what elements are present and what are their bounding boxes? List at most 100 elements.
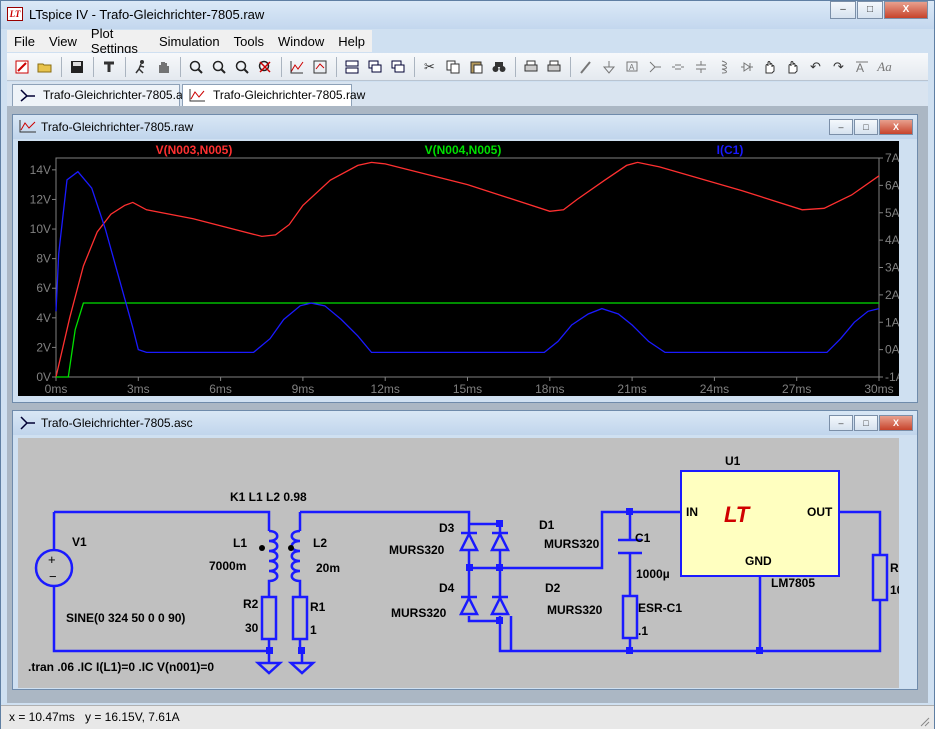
- wire[interactable]: [758, 510, 882, 653]
- capacitor-icon[interactable]: [690, 57, 711, 77]
- schematic-canvas[interactable]: + −: [18, 438, 906, 688]
- svg-text:A: A: [629, 63, 635, 72]
- inductor-l1[interactable]: [267, 529, 279, 586]
- menu-view[interactable]: View: [48, 33, 77, 49]
- status-bar: x = 10.47ms y = 16.15V, 7.61A: [1, 705, 934, 729]
- autorange-icon[interactable]: [286, 57, 307, 77]
- resize-grip-icon[interactable]: [918, 715, 930, 727]
- zoom-in-icon[interactable]: [185, 57, 206, 77]
- zoom-cancel-icon[interactable]: [254, 57, 275, 77]
- schematic-minimize-button[interactable]: –: [829, 415, 853, 431]
- wire[interactable]: [54, 510, 271, 531]
- zoom-out-icon[interactable]: [231, 57, 252, 77]
- plot-minimize-button[interactable]: –: [829, 119, 853, 135]
- phase-dot: [259, 545, 265, 551]
- resistor-icon[interactable]: [667, 57, 688, 77]
- print-preview-icon[interactable]: [520, 57, 541, 77]
- diode-d4[interactable]: [458, 595, 480, 616]
- voltage-source-v1[interactable]: + −: [34, 548, 74, 588]
- schematic-maximize-button[interactable]: □: [854, 415, 878, 431]
- menu-simulation[interactable]: Simulation: [158, 33, 220, 49]
- tile-vertical-icon[interactable]: [387, 57, 408, 77]
- wire[interactable]: [52, 512, 271, 663]
- move-icon[interactable]: [759, 57, 780, 77]
- wire[interactable]: [467, 550, 502, 598]
- copy-icon[interactable]: [442, 57, 463, 77]
- menu-window[interactable]: Window: [278, 33, 325, 49]
- regulator-u1[interactable]: [680, 470, 840, 577]
- cascade-icon[interactable]: [364, 57, 385, 77]
- wire[interactable]: [298, 510, 471, 531]
- y-right-tick-label: 6A: [885, 178, 899, 192]
- ltspice-logo-icon: LT: [7, 7, 23, 21]
- component-icon[interactable]: [644, 57, 665, 77]
- spice-directive-icon[interactable]: Aa: [877, 58, 892, 74]
- drag-icon[interactable]: [782, 57, 803, 77]
- tab-schematic[interactable]: Trafo-Gleichrichter-7805.asc: [12, 84, 195, 106]
- tab-label: Trafo-Gleichrichter-7805.asc: [43, 88, 195, 102]
- inductor-icon[interactable]: [713, 57, 734, 77]
- open-icon[interactable]: [34, 57, 55, 77]
- r2-name: R2: [243, 597, 259, 611]
- maximize-button[interactable]: □: [857, 1, 883, 19]
- cursor-x-readout: x = 10.47ms: [9, 710, 75, 724]
- x-tick-label: 6ms: [209, 382, 232, 396]
- tab-waveform[interactable]: Trafo-Gleichrichter-7805.raw: [182, 84, 365, 106]
- spice-directive: .tran .06 .IC I(L1)=0 .IC V(n001)=0: [28, 660, 214, 674]
- schematic-drawing[interactable]: + −: [18, 438, 906, 688]
- text-icon[interactable]: A: [851, 57, 872, 77]
- pick-visible-icon[interactable]: [309, 57, 330, 77]
- wire-icon[interactable]: [575, 57, 596, 77]
- tile-horizontal-icon[interactable]: [341, 57, 362, 77]
- capacitor-c1[interactable]: [618, 538, 642, 555]
- save-icon[interactable]: [66, 57, 87, 77]
- v1-value: SINE(0 324 50 0 0 90): [66, 611, 185, 625]
- menu-tools[interactable]: Tools: [233, 33, 264, 49]
- wire[interactable]: [469, 510, 682, 570]
- ground-icon[interactable]: [598, 57, 619, 77]
- wire[interactable]: [467, 616, 511, 653]
- schematic-close-button[interactable]: X: [879, 415, 913, 431]
- resistor-rl[interactable]: [871, 553, 889, 602]
- find-icon[interactable]: [488, 57, 509, 77]
- zoom-area-icon[interactable]: [208, 57, 229, 77]
- rl-name: RL: [890, 561, 899, 575]
- menu-help[interactable]: Help: [338, 33, 365, 49]
- resistor-esr-c1[interactable]: [621, 594, 639, 640]
- menu-file[interactable]: File: [14, 33, 35, 49]
- junction-dot: [266, 647, 273, 654]
- diode-d2[interactable]: [489, 595, 511, 616]
- l1-name: L1: [233, 536, 247, 550]
- wire[interactable]: [509, 616, 760, 653]
- resistor-r2[interactable]: [260, 595, 278, 641]
- diode-d1[interactable]: [489, 531, 511, 552]
- menu-plot-settings[interactable]: Plot Settings: [90, 26, 138, 56]
- label-icon[interactable]: A: [621, 57, 642, 77]
- diode-icon[interactable]: [736, 57, 757, 77]
- close-button[interactable]: X: [884, 1, 928, 19]
- y-left-tick-label: 2V: [36, 340, 51, 354]
- plot-maximize-button[interactable]: □: [854, 119, 878, 135]
- redo-icon[interactable]: ↷: [833, 58, 844, 74]
- inductor-l2[interactable]: [290, 529, 302, 588]
- halt-icon[interactable]: [153, 57, 174, 77]
- minimize-button[interactable]: –: [830, 1, 856, 19]
- cut-icon[interactable]: ✂: [424, 58, 435, 74]
- u1-pin-gnd: GND: [745, 554, 772, 568]
- undo-icon[interactable]: ↶: [810, 58, 821, 74]
- diode-d3[interactable]: [458, 531, 480, 552]
- print-icon[interactable]: [543, 57, 564, 77]
- d2-name: D2: [545, 581, 561, 595]
- run-icon[interactable]: [130, 57, 151, 77]
- new-schematic-icon[interactable]: [11, 57, 32, 77]
- paste-icon[interactable]: [465, 57, 486, 77]
- x-tick-label: 0ms: [45, 382, 68, 396]
- control-panel-icon[interactable]: [98, 57, 119, 77]
- rl-value: 10: [890, 583, 899, 597]
- plot-close-button[interactable]: X: [879, 119, 913, 135]
- resistor-r1[interactable]: [291, 595, 309, 641]
- wire[interactable]: [467, 522, 502, 532]
